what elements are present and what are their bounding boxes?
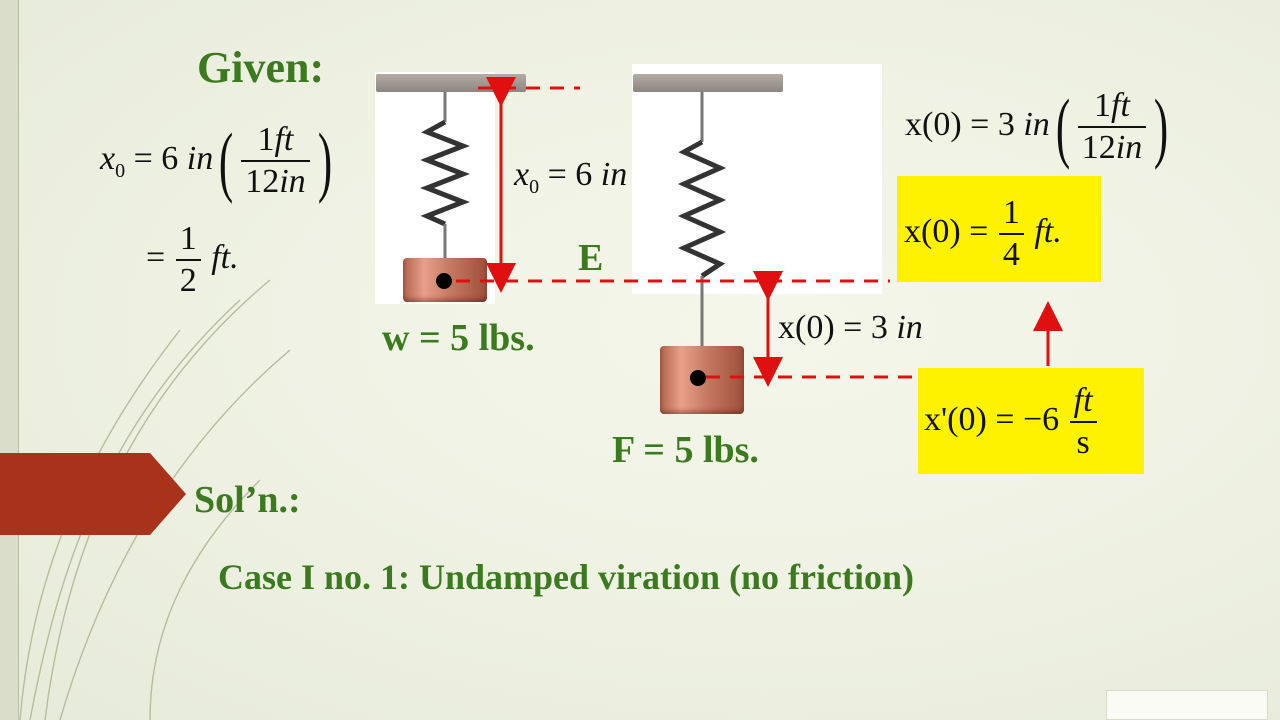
- section-arrow-tab: [0, 453, 186, 535]
- ceiling-right: [633, 74, 783, 92]
- initial-displacement-label: x(0) = 3 in: [778, 309, 923, 346]
- case-description: Case I no. 1: Undamped viration (no fric…: [218, 557, 915, 597]
- spring-coil-right: [677, 92, 727, 348]
- left-border-strip: [0, 0, 19, 720]
- center-dot-left: [436, 273, 452, 289]
- spring-coil-left: [420, 92, 470, 258]
- spring-photo-loaded: [632, 64, 882, 294]
- weight-label: w = 5 lbs.: [382, 317, 535, 359]
- force-label: F = 5 lbs.: [612, 429, 759, 471]
- x0-dimension-label: x0 = 6 in: [514, 156, 628, 198]
- center-dot-right: [690, 370, 706, 386]
- highlight-box-x0: [897, 176, 1101, 282]
- given-heading: Given:: [197, 43, 325, 92]
- highlight-box-velocity: [918, 368, 1144, 474]
- solution-heading: Sol’n.:: [194, 479, 301, 521]
- corner-panel: [1106, 690, 1268, 720]
- equilibrium-point-label: E: [578, 237, 604, 279]
